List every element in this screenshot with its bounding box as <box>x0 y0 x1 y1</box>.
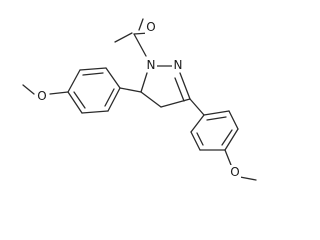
ring-left-inner-2 <box>73 91 86 109</box>
atom-label-n1: N <box>147 58 156 72</box>
bond-right-o-methyl <box>239 176 257 181</box>
ring-left-1 <box>105 67 121 89</box>
atom-label-left-methoxy-oxygen: O <box>37 89 46 103</box>
bond-c3-c4 <box>160 98 191 108</box>
ring-right-5 <box>190 131 201 151</box>
methoxyphenyl-left <box>22 67 142 114</box>
bond-c5-n1 <box>140 72 148 93</box>
ring-right-inner-3 <box>196 132 204 146</box>
ring-left-inner-1 <box>82 72 104 76</box>
bond-c4-c5 <box>140 91 162 108</box>
ring-left-4 <box>67 91 83 114</box>
ring-right-3 <box>224 128 239 151</box>
bond-n2-c3-double <box>174 77 185 102</box>
bond-methyl-carbonyl <box>114 32 133 43</box>
ring-right-6 <box>190 114 205 133</box>
bond-c3-aryl <box>189 98 205 116</box>
ring-left-3 <box>67 69 81 93</box>
ring-right-inner-1 <box>206 116 227 121</box>
bond-carbonyl-double-a <box>138 18 144 31</box>
ring-left-2 <box>79 67 107 71</box>
ring-left-6 <box>107 87 121 112</box>
atom-labels: O N N O O <box>36 20 241 179</box>
atom-label-n2: N <box>174 58 183 72</box>
methoxyphenyl-right <box>189 98 257 181</box>
atom-label-right-methoxy-oxygen: O <box>230 165 239 179</box>
ring-right-2 <box>228 110 239 130</box>
bond-right-aryl-o <box>224 149 232 166</box>
bond-left-o-methyl <box>22 84 35 95</box>
ring-right-1 <box>203 110 230 116</box>
ring-left-inner-3 <box>104 88 115 107</box>
bond-c5-aryl <box>119 87 142 93</box>
bond-left-aryl-o <box>49 91 69 95</box>
ring-left-5 <box>81 110 109 114</box>
ring-right-inner-2 <box>221 129 233 146</box>
chemical-structure-diagram: O N N O O <box>22 18 257 181</box>
bond-n2-c3 <box>179 72 191 100</box>
bond-carbonyl-n1 <box>133 33 147 57</box>
atom-label-carbonyl-oxygen: O <box>146 20 155 34</box>
pyrazoline-ring <box>140 65 191 108</box>
acetyl-group <box>114 18 150 57</box>
